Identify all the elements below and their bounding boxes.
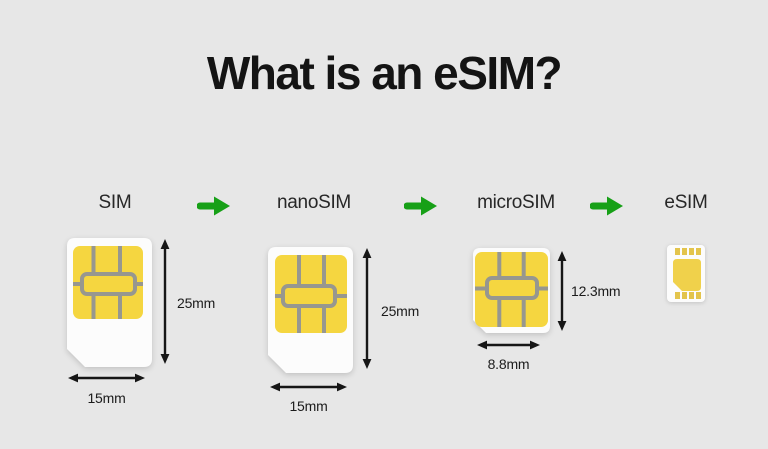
- flow-arrow-icon: [590, 196, 623, 216]
- microsim-height-arrow-icon: [557, 251, 567, 331]
- nanosim-height-label: 25mm: [381, 303, 420, 319]
- microsim-height-label: 12.3mm: [571, 283, 621, 299]
- flow-arrow-icon: [404, 196, 437, 216]
- sim-card-illustration: [67, 238, 152, 367]
- nanosim-width-arrow-icon: [270, 382, 347, 392]
- nanosim-height-arrow-icon: [362, 248, 372, 369]
- nanosim-card-illustration: [268, 247, 353, 373]
- sim-height-arrow-icon: [160, 239, 170, 364]
- label-esim: eSIM: [664, 192, 708, 213]
- microsim-width-label: 8.8mm: [487, 356, 530, 372]
- label-sim: SIM: [98, 192, 132, 213]
- microsim-width-arrow-icon: [477, 340, 540, 350]
- sim-width-arrow-icon: [68, 373, 145, 383]
- page-title: What is an eSIM?: [206, 47, 563, 99]
- sim-width-label: 15mm: [87, 390, 126, 406]
- esim-chip-illustration: [667, 245, 705, 302]
- label-nanosim: nanoSIM: [277, 192, 351, 213]
- microsim-card-illustration: [473, 248, 550, 333]
- nanosim-width-label: 15mm: [289, 398, 328, 414]
- label-microsim: microSIM: [477, 192, 555, 213]
- sim-height-label: 25mm: [177, 295, 216, 311]
- flow-arrow-icon: [197, 196, 230, 216]
